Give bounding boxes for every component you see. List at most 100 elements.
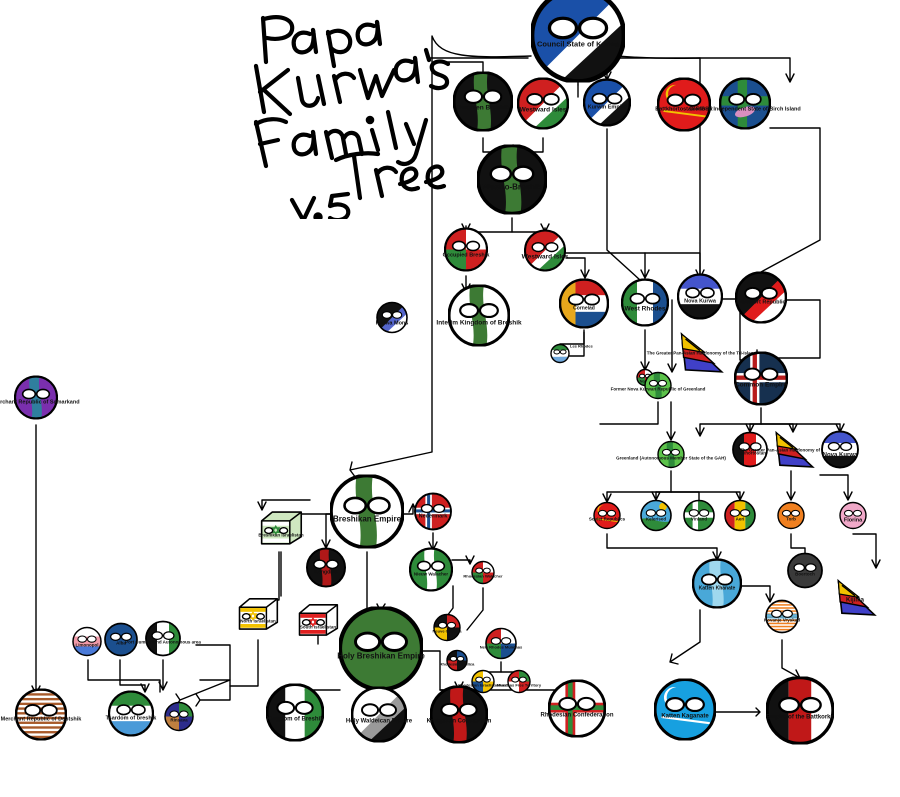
node-vinland[interactable]: Vinland [683, 499, 715, 537]
node-label-kurwin_empire: Kurwin Empire [587, 104, 627, 111]
node-kurwa_mons[interactable]: Kurwa Mons [376, 301, 408, 339]
node-kurwin_empire[interactable]: Kurwin Empire [582, 78, 632, 132]
node-kingdom_of_breshik[interactable]: Kingdom of Breshik [265, 683, 325, 747]
node-new_rhodes_mundaas[interactable]: New Rhodes Mundaas [480, 627, 522, 665]
node-nova_kurwa_2[interactable]: Nova Kurwa [821, 430, 859, 474]
node-westro_breshik[interactable]: Westro-Breshik [476, 143, 548, 220]
node-occupied_breshik[interactable]: Occupied Breshik [443, 227, 489, 277]
node-gpah_tri_isles_1[interactable]: The Greater Pan-Asian Hardonomy of the T… [647, 328, 753, 381]
node-cornelad[interactable]: Cornelad [558, 278, 610, 334]
node-greenland_gah[interactable]: Greenland (Autonomous Member State of th… [616, 440, 726, 474]
edge [31, 424, 41, 695]
node-label-westro_breshik: Westro-Breshik [482, 182, 542, 192]
node-limonopol[interactable]: Limonopol [72, 626, 102, 662]
node-interim_kingdom_of_breshik[interactable]: Interim Kingdom of Breshik [436, 283, 522, 352]
node-label-kongdom: Kongdøm [314, 569, 338, 576]
edge [257, 551, 280, 601]
node-mundaas_free_territory[interactable]: Mundaas Free Territory [497, 669, 541, 699]
edge [599, 401, 659, 425]
node-label-battkhort_republic: Battkhort Republic [736, 299, 786, 306]
node-boertoch[interactable]: Boertoch [787, 552, 823, 594]
node-neuve_gallieria[interactable]: Neuve Gallieria [433, 613, 461, 647]
node-battkhort_republic[interactable]: Battkhort Republic [734, 271, 788, 329]
node-battkhortostan_rissr[interactable]: Battkhortostan RISSR [655, 77, 713, 137]
node-rhodesian_gallica[interactable]: Rhodesian Gallica [440, 649, 474, 677]
node-westward_isles_2[interactable]: Westward Isles [522, 229, 568, 277]
node-rhodesian_israelistanhast[interactable]: Rhodesian Israelistanhast [458, 669, 508, 699]
node-former_nova_kurwan_greenland[interactable]: Former Nova Kurwan Republic of Greenland [611, 371, 705, 405]
node-holy_waldeican_empire[interactable]: Holy Waldeican Empire [346, 686, 412, 748]
node-label-katten_kaganate: Katten Kaganate [661, 713, 709, 720]
node-label-rhodesian_gallica: Rhodesian Gallica [439, 661, 475, 667]
node-nieuw_walacher[interactable]: Nieuw Walacher [408, 547, 454, 597]
edge [466, 587, 484, 631]
node-les_rhodes[interactable]: Les Rhodes [550, 343, 593, 369]
node-label-boertoch: Boertoch [795, 571, 815, 577]
edge [565, 257, 590, 279]
node-torb[interactable]: Torb [777, 501, 805, 535]
node-rinsava[interactable]: Rinsava [164, 701, 194, 737]
countryball-icon-soviet_republics [593, 501, 621, 535]
node-label-glorious_birch_island: Glorious Independent State of Birch Isla… [689, 106, 801, 113]
countryball-icon-new_rhodes_mundaas [485, 627, 517, 665]
node-kongdom[interactable]: Kongdøm [306, 547, 346, 593]
node-label-holy_breshikan_empire: Holy Breshikan Empire [337, 651, 425, 661]
node-kijima[interactable]: Kijima [833, 576, 877, 625]
node-label-kovanje_vryskad: Kovanje Vryskad [763, 617, 801, 623]
node-label-rinsava: Rinsava [170, 717, 188, 723]
node-west_rhodes[interactable]: West Rhodes [620, 278, 670, 332]
chart-title-handwritten [248, 4, 458, 223]
node-battkhortostan[interactable]: Battkhortostan [732, 431, 768, 473]
node-label-west_rhodes: West Rhodes [624, 305, 666, 313]
node-soviet_republics[interactable]: Soviet Republics [589, 501, 625, 535]
node-dwarven_breshik[interactable]: Dwarven Breshik [452, 71, 514, 137]
node-alba[interactable]: Alba [104, 622, 138, 662]
node-nedermark[interactable]: Nedermark [414, 492, 452, 536]
node-label-tsardom_of_breshik: Tsardom of breshik [105, 715, 157, 722]
node-breshikan_israelistan[interactable]: Breshikan Israelistan [258, 509, 304, 552]
node-westward_isles_top[interactable]: Westward Isles [516, 77, 570, 135]
node-gpah_tri_isles_2[interactable]: The Greater Pan-Asian Hardonomy of the T… [740, 428, 846, 477]
edge [119, 659, 150, 693]
node-rhodesian_confederation[interactable]: Rhodesian Confederation [540, 679, 614, 743]
node-council_state_of_kurwa[interactable]: Council State of Kurwa [529, 0, 627, 88]
node-south_israelistan[interactable]: South Israelistan [297, 601, 339, 642]
node-port_cumberland[interactable]: Port Cumberland Autonomous area [125, 620, 201, 662]
node-kovanje_vryskad[interactable]: Kovanje Vryskad [763, 599, 801, 639]
node-nova_kurwa_1[interactable]: Nova Kurwa [676, 273, 724, 325]
countryball-icon-kingdom_of_breshik [265, 683, 325, 747]
node-common_empire[interactable]: Common Empire [733, 351, 789, 411]
node-kreigstein_coostorium[interactable]: Kreigstein Coostorium [427, 685, 491, 749]
node-merchant_republic_of_debtshik[interactable]: Merchant Republic of Debtshik [1, 688, 81, 746]
edge [667, 299, 677, 373]
node-label-common_empire: Common Empire [734, 381, 788, 389]
node-label-katten_khanate: Katten Khanate [698, 585, 736, 592]
node-tsardom_of_breshik[interactable]: Tsardom of breshik [105, 690, 157, 742]
node-katten_khanate[interactable]: Katten Khanate [691, 558, 743, 614]
node-label-limonopol: Limonopol [75, 642, 99, 648]
node-empire_of_the_battkorks[interactable]: Empire of the Battkorks [765, 675, 835, 750]
countryball-icon-rhodesian_israelistanhast [471, 669, 495, 699]
node-florina[interactable]: Florina [839, 501, 867, 535]
node-north_israelistan[interactable]: North Israelistan [237, 595, 279, 636]
edge [606, 128, 641, 281]
countryball-icon-florina [839, 501, 867, 535]
node-label-kijima: Kijima [845, 597, 865, 604]
node-glorious_birch_island[interactable]: Glorious Independent State of Birch Isla… [689, 77, 801, 135]
node-label-vinland: Vinland [690, 516, 708, 522]
node-rhodesian_walacher[interactable]: Rhodesian Walacher [463, 560, 503, 590]
node-label-soviet_republics: Soviet Republics [588, 516, 626, 522]
node-aeri[interactable]: Aeri [724, 499, 756, 537]
node-holy_breshikan_empire[interactable]: Holy Breshikan Empire [337, 605, 425, 696]
node-label-interim_kingdom_of_breshik: Interim Kingdom of Breshik [436, 319, 522, 327]
node-breshikan_empire[interactable]: Breshikan Empire [329, 473, 405, 554]
edge [158, 659, 168, 691]
node-merchant_republic_of_samarkand[interactable]: Merchant Republic of Samarkand [0, 375, 80, 425]
countryball-icon-mundaas_free_territory [507, 669, 531, 699]
node-kelerised[interactable]: Kelerised [640, 499, 672, 537]
node-label-greenland_gah: Greenland (Autonomous Member State of th… [616, 455, 726, 461]
countryball-icon-les_rhodes [550, 343, 570, 369]
node-label-alba: Alba [116, 640, 126, 646]
node-katten_kaganate[interactable]: Katten Kaganate [653, 677, 717, 746]
node-label-kreigstein_coostorium: Kreigstein Coostorium [426, 718, 492, 725]
